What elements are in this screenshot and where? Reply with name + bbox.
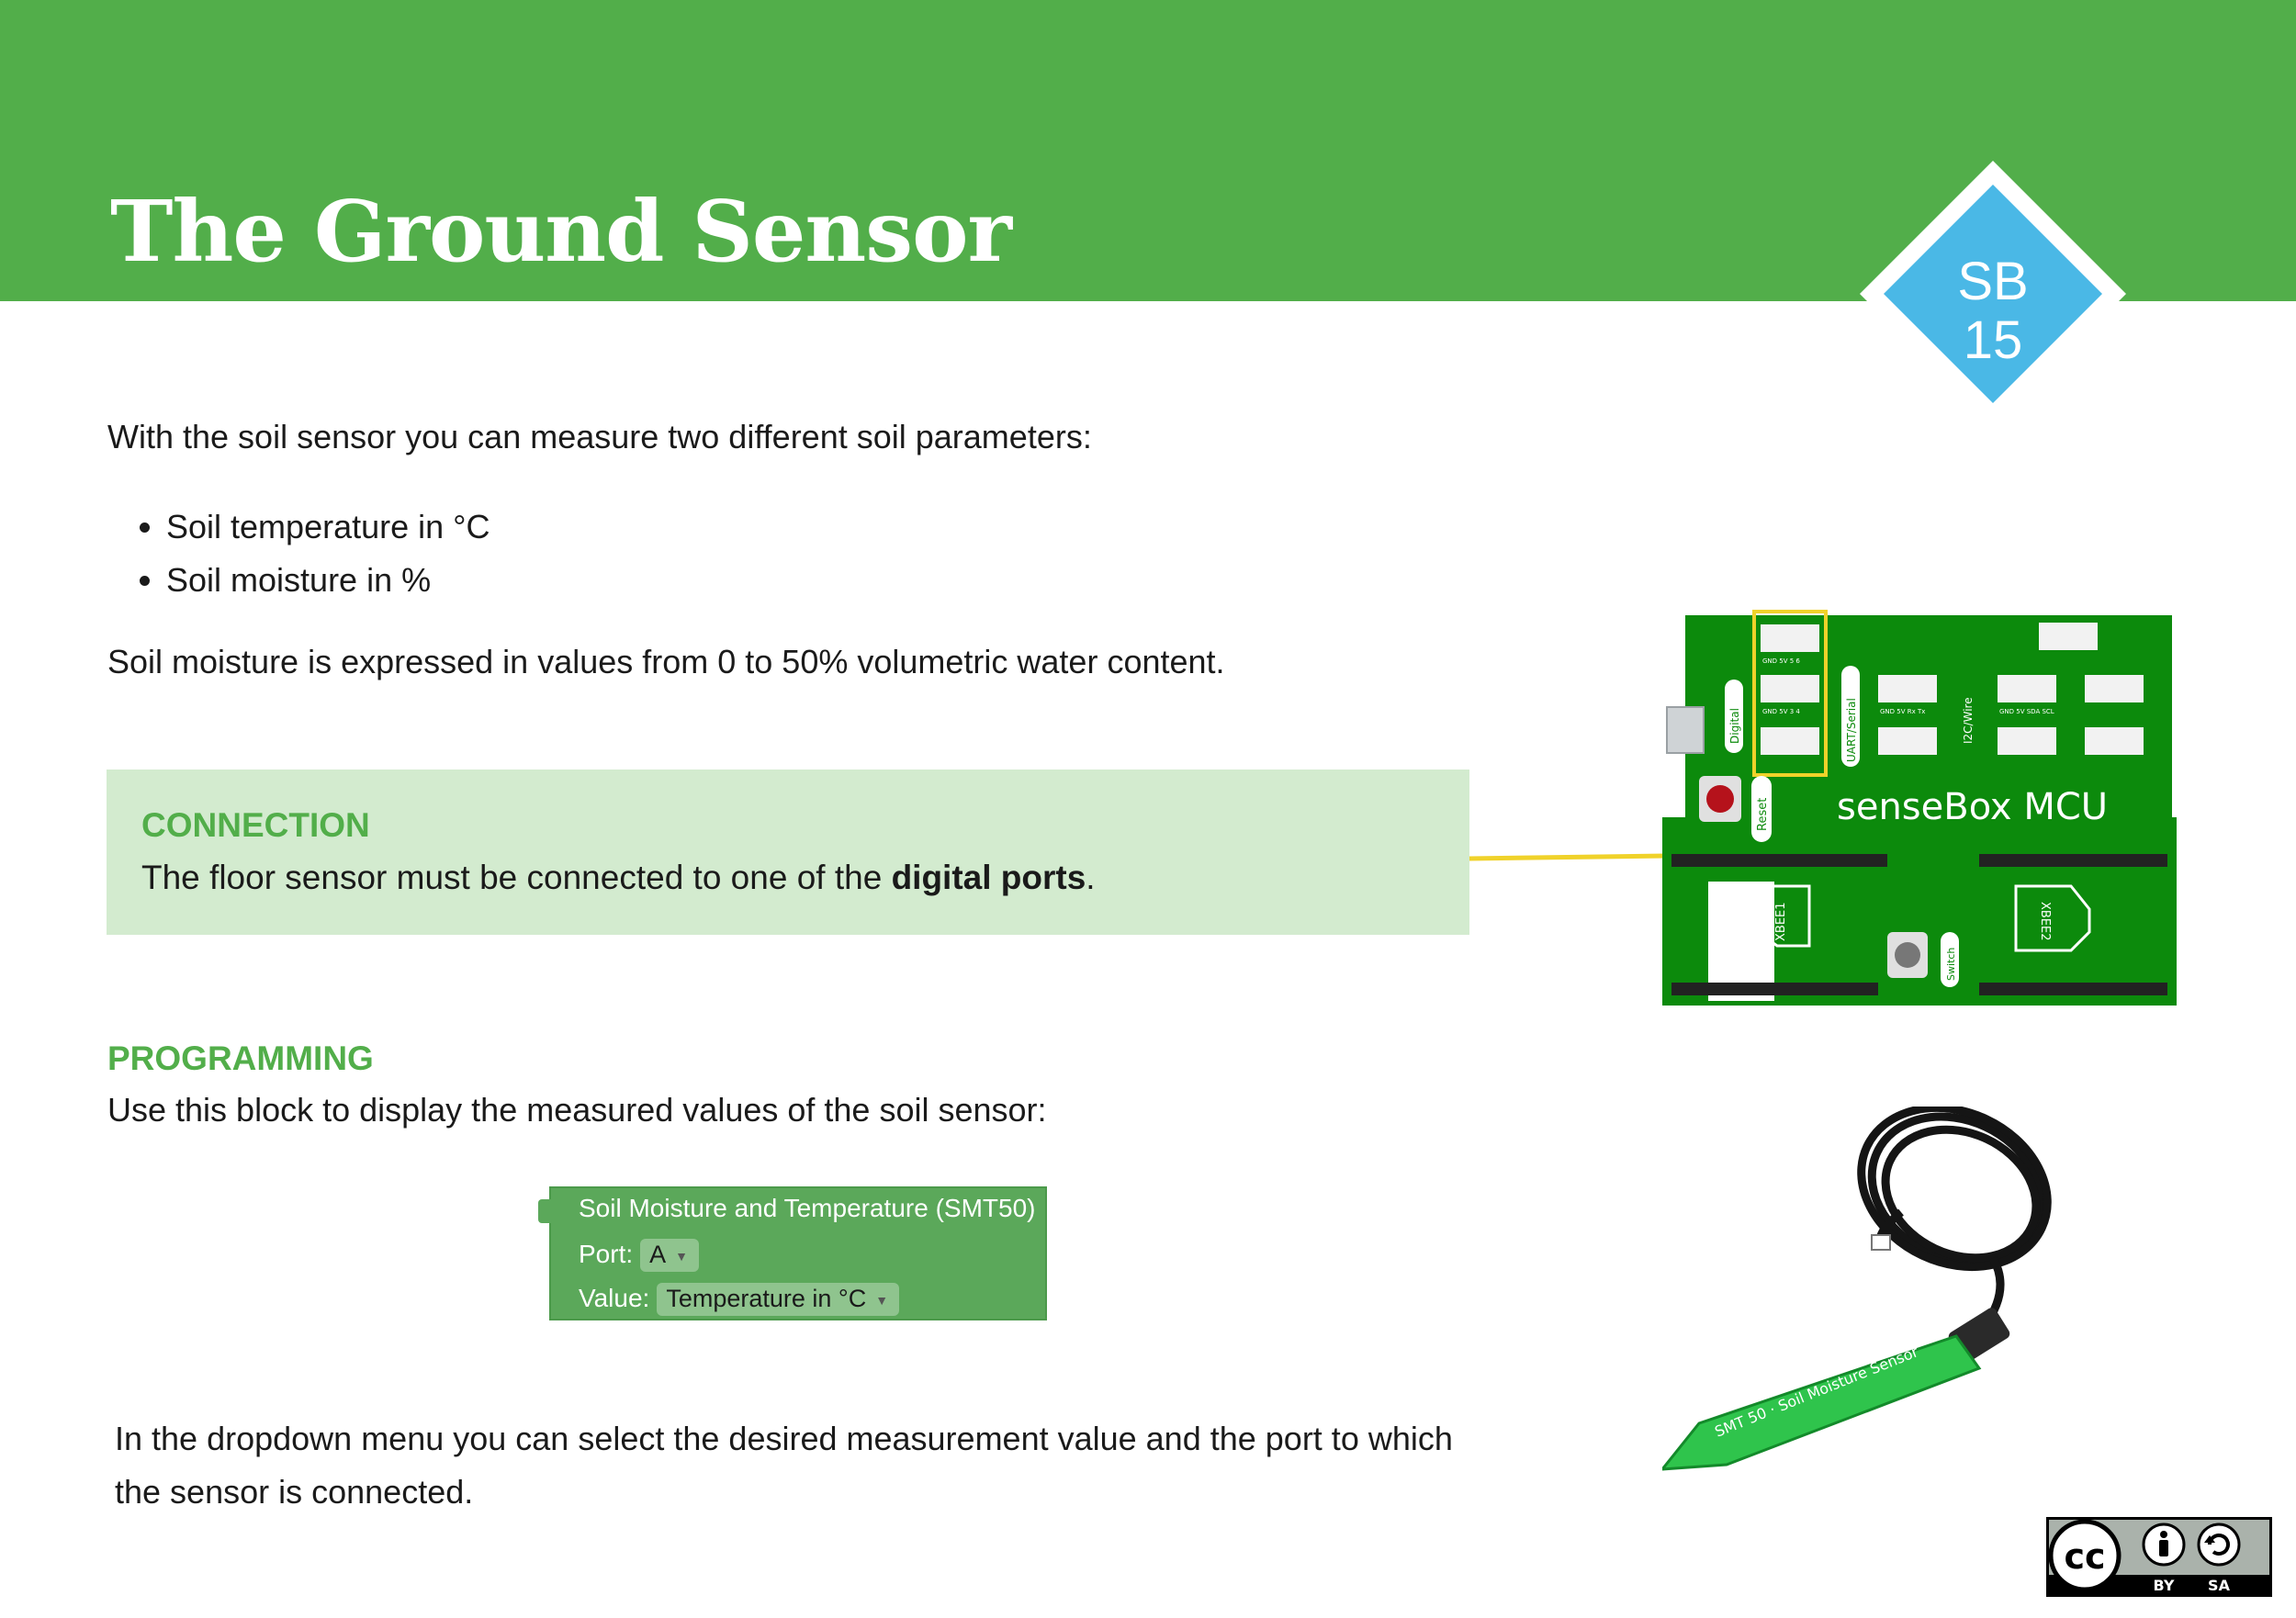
value-label: Value: (579, 1284, 650, 1312)
smt50-block: Soil Moisture and Temperature (SMT50) Po… (538, 1186, 1047, 1320)
xbee2-label: XBEE2 (2038, 902, 2052, 941)
probe-cable (1857, 1107, 2052, 1330)
block-connector (538, 1199, 551, 1223)
dropdown-note: In the dropdown menu you can select the … (115, 1420, 1453, 1511)
xbee1-label: XBEE1 (1774, 902, 1788, 941)
cable-plug (1871, 1234, 1891, 1251)
port-connectors (1761, 623, 2144, 755)
i2c-label: I2C/Wire (1962, 697, 1975, 744)
board-tag-reset: Reset (1751, 776, 1772, 842)
header-pins (1671, 854, 2167, 995)
usb-port (1666, 706, 1705, 754)
badge-label: SB 15 (1860, 253, 2126, 370)
board-name: senseBox MCU (1837, 786, 2108, 828)
digital-ports-highlight (1752, 610, 1828, 777)
reset-label: Reset (1756, 798, 1770, 831)
sheet-badge (1860, 161, 2126, 427)
port-label: Port: (579, 1240, 634, 1268)
by-icon (2142, 1522, 2186, 1567)
switch-button (1887, 932, 1928, 978)
block-port-row: Port:A▼ (579, 1239, 700, 1272)
soil-probe-image: SMT 50 · Soil Moisture Sensor (1662, 1107, 2052, 1471)
chevron-down-icon: ▼ (875, 1292, 889, 1308)
connection-text-end: . (1086, 859, 1096, 896)
xbee2-socket: XBEE2 (2014, 884, 2091, 952)
pin-label-digital-1: GND 5V 5 6 (1762, 657, 1800, 665)
sa-icon (2197, 1522, 2241, 1567)
intro-text: With the soil sensor you can measure two… (107, 418, 1092, 455)
block-title: Soil Moisture and Temperature (SMT50) (579, 1194, 1036, 1222)
moisture-note: Soil moisture is expressed in values fro… (107, 643, 1225, 680)
by-label: BY (2154, 1577, 2175, 1594)
sa-label: SA (2208, 1577, 2231, 1594)
value-dropdown[interactable]: Temperature in °C ▼ (657, 1283, 900, 1316)
pin-label-uart: GND 5V Rx Tx (1880, 708, 1925, 715)
programming-text: Use this block to display the measured v… (107, 1091, 1047, 1129)
port-dropdown-value: A (649, 1241, 667, 1268)
list-item: Soil moisture in % (166, 554, 490, 607)
value-dropdown-value: Temperature in °C (666, 1285, 867, 1312)
parameter-list: Soil temperature in °C Soil moisture in … (107, 500, 490, 607)
block-value-row: Value: Temperature in °C ▼ (579, 1283, 900, 1316)
badge-line-1: SB (1957, 252, 2029, 311)
port-dropdown[interactable]: A▼ (640, 1239, 700, 1272)
digital-label: Digital (1728, 708, 1741, 744)
connection-text-bold: digital ports (891, 859, 1086, 896)
list-item: Soil temperature in °C (166, 500, 490, 554)
badge-line-2: 15 (1963, 310, 2023, 370)
board-tag-i2c: I2C/Wire (1962, 697, 1975, 744)
board-tag-switch: Switch (1941, 932, 1959, 987)
chevron-down-icon: ▼ (675, 1248, 689, 1264)
board-tag-uart: UART/Serial (1841, 666, 1860, 767)
connection-text: The floor sensor must be connected to on… (141, 859, 1096, 897)
xbee1-socket: XBEE1 (1743, 884, 1811, 948)
reset-button (1699, 776, 1741, 822)
cc-icon: cc (2048, 1519, 2122, 1592)
connection-heading: CONNECTION (141, 806, 370, 844)
probe-blade: SMT 50 · Soil Moisture Sensor (1662, 1308, 2010, 1471)
pin-label-i2c: GND 5V SDA SCL (1999, 708, 2054, 715)
uart-label: UART/Serial (1845, 698, 1858, 762)
sensebox-board-image: GND 5V 5 6 GND 5V 3 4 GND 5V Rx Tx GND 5… (1469, 610, 2177, 1006)
switch-label: Switch (1945, 948, 1957, 981)
connection-box: CONNECTION The floor sensor must be conn… (107, 770, 1469, 935)
programming-heading: PROGRAMMING (107, 1039, 374, 1077)
cc-license-badge: cc BY SA (2046, 1517, 2272, 1597)
board-tag-digital: Digital (1725, 680, 1743, 753)
connection-text-start: The floor sensor must be connected to on… (141, 859, 892, 896)
page-title: The Ground Sensor (110, 182, 1012, 281)
cc-text: cc (2064, 1536, 2105, 1577)
pin-label-digital-2: GND 5V 3 4 (1762, 708, 1800, 715)
